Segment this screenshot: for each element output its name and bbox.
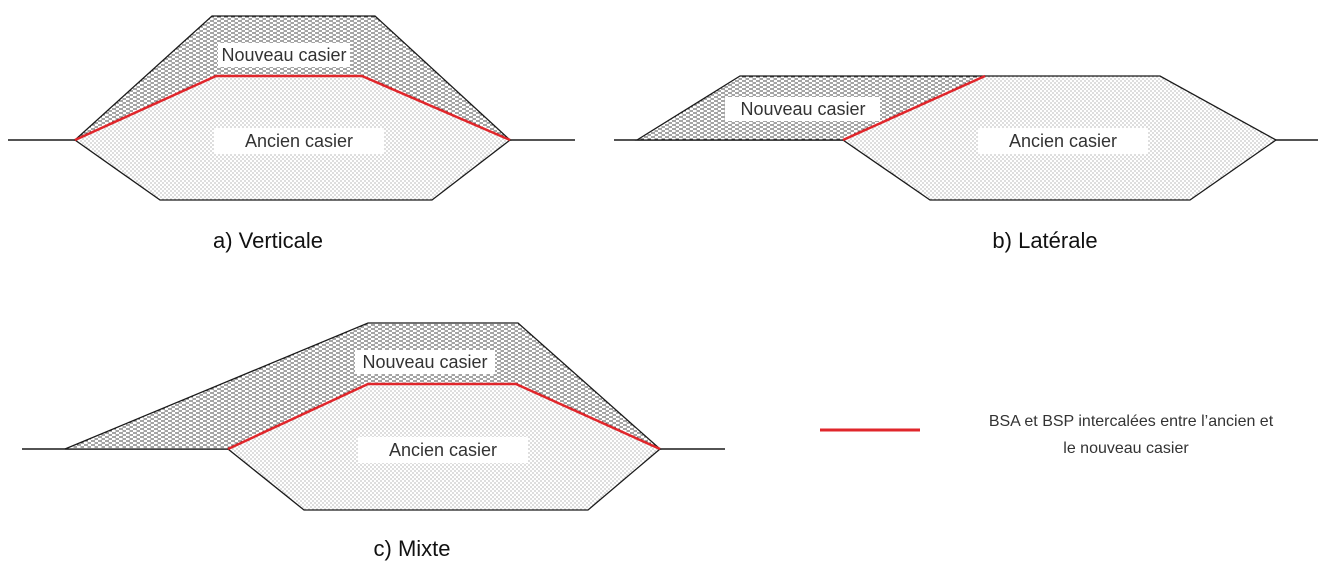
- legend-text-line2: le nouveau casier: [1063, 440, 1189, 457]
- legend: BSA et BSP intercalées entre l’ancien et…: [820, 413, 1274, 457]
- new-cell-label: Nouveau casier: [740, 99, 865, 119]
- old-cell-label: Ancien casier: [245, 131, 353, 151]
- new-cell-label: Nouveau casier: [221, 45, 346, 65]
- new-cell-label: Nouveau casier: [362, 352, 487, 372]
- intercalated-liner: [842, 74, 986, 142]
- legend-text-line1: BSA et BSP intercalées entre l’ancien et: [989, 413, 1274, 430]
- old-cell-label: Ancien casier: [389, 440, 497, 460]
- intercalated-liner: [74, 74, 511, 142]
- old-cell-label: Ancien casier: [1009, 131, 1117, 151]
- panel-vertical: Nouveau casier Ancien casier a) Vertical…: [8, 15, 575, 253]
- panel-mixed: Nouveau casier Ancien casier c) Mixte: [22, 322, 725, 561]
- caption-vertical: a) Verticale: [213, 228, 323, 253]
- caption-mixed: c) Mixte: [374, 536, 451, 561]
- intercalated-liner: [227, 382, 661, 451]
- caption-lateral: b) Latérale: [992, 228, 1097, 253]
- panel-lateral: Nouveau casier Ancien casier b) Latérale: [614, 74, 1318, 253]
